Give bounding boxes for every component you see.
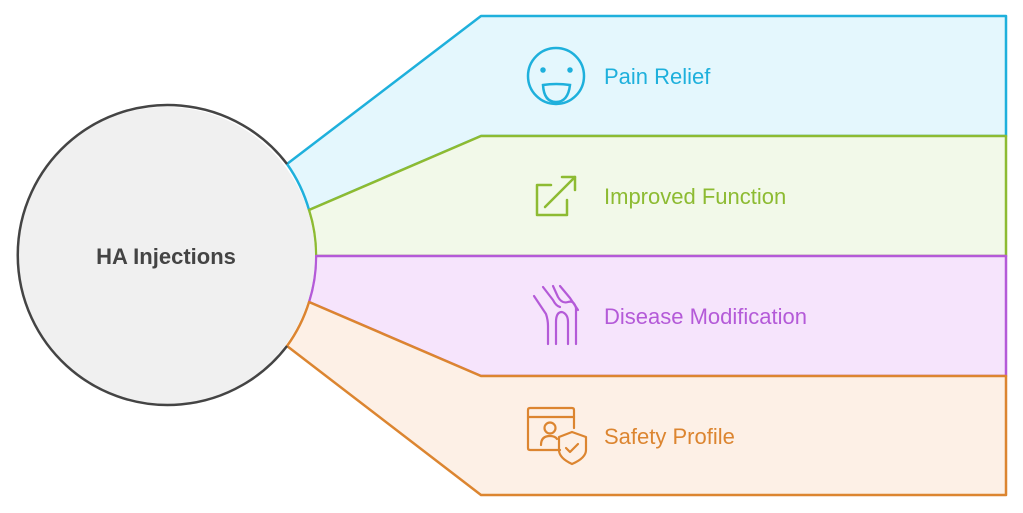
- branch-panel-pain-relief: [285, 14, 1008, 212]
- center-label: HA Injections: [96, 244, 236, 269]
- branch-pain-relief: Pain Relief: [285, 14, 1008, 212]
- branch-panel-disease-modification: [307, 254, 1008, 378]
- center-circle-outline: [16, 103, 288, 407]
- branch-label-safety-profile: Safety Profile: [604, 424, 735, 449]
- center-node: HA Injections: [16, 103, 315, 407]
- branch-disease-modification: Disease Modification: [307, 254, 1008, 378]
- branch-label-pain-relief: Pain Relief: [604, 64, 711, 89]
- branch-panel-safety-profile: [285, 300, 1008, 497]
- user-shield-icon: [526, 406, 588, 466]
- smiley-face-icon: [526, 46, 586, 106]
- branch-label-disease-modification: Disease Modification: [604, 304, 807, 329]
- branch-improved-function: Improved Function: [307, 134, 1008, 258]
- branch-safety-profile: Safety Profile: [285, 300, 1008, 497]
- knee-joint-icon: [532, 284, 580, 346]
- branch-panel-improved-function: [307, 134, 1008, 258]
- external-arrow-icon: [535, 175, 577, 217]
- branch-label-improved-function: Improved Function: [604, 184, 786, 209]
